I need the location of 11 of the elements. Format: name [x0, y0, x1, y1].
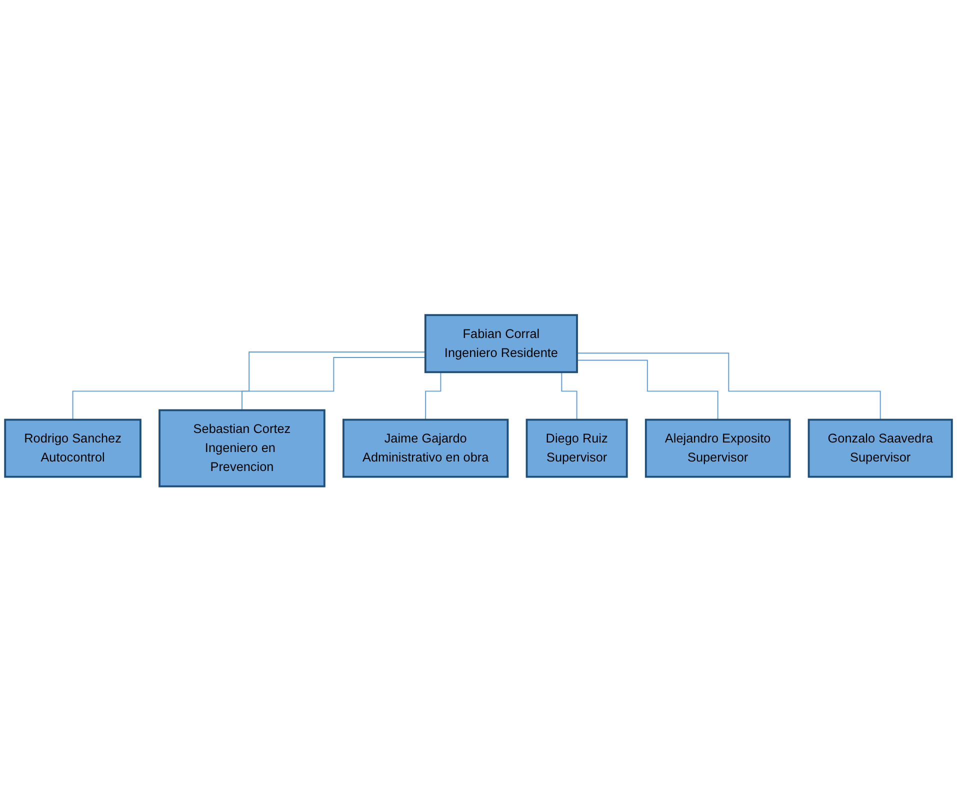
- connector: [242, 356, 426, 410]
- node-box: Alejandro Exposito Supervisor: [644, 418, 791, 478]
- node-box: Sebastian Cortez Ingeniero en Prevencion: [158, 409, 326, 488]
- node-box: Rodrigo Sanchez Autocontrol: [4, 418, 142, 478]
- node-box: Diego Ruiz Supervisor: [526, 418, 628, 478]
- node-box: Fabian Corral Ingeniero Residente: [424, 314, 578, 373]
- connector: [576, 352, 881, 420]
- connector: [576, 360, 718, 420]
- connector: [72, 351, 426, 420]
- node-box: Gonzalo Saavedra Supervisor: [808, 418, 953, 478]
- node-box: Jaime Gajardo Administrativo en obra: [342, 418, 509, 478]
